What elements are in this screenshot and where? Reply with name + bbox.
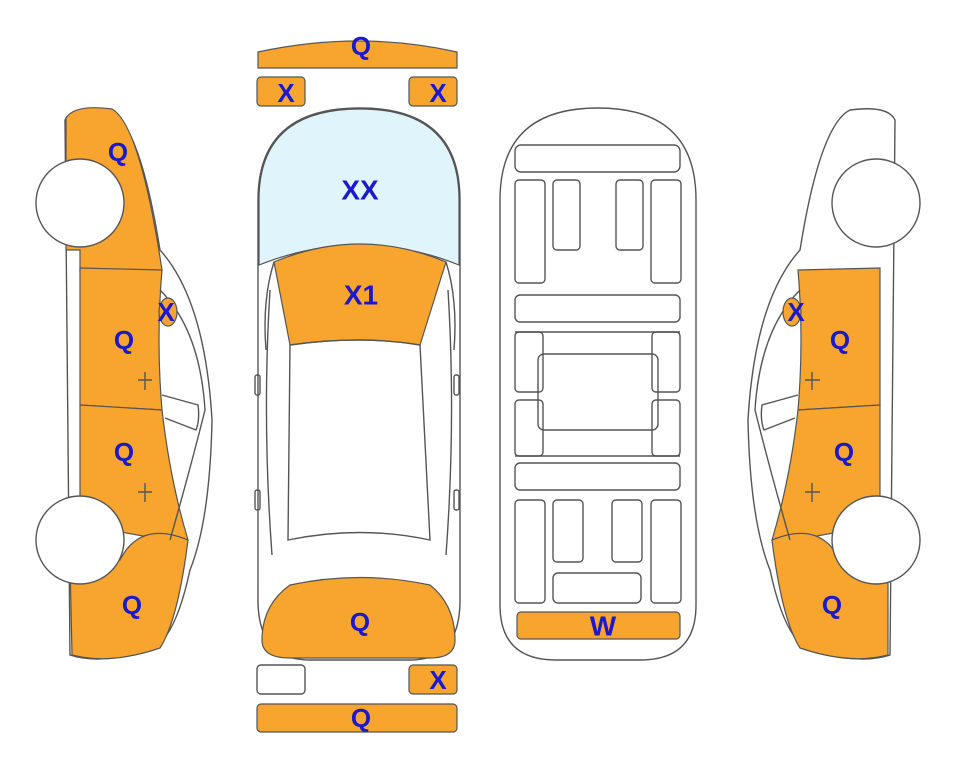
front-bumper[interactable]	[257, 40, 458, 69]
front-floor	[514, 294, 681, 323]
left-front-door-label: Q	[114, 325, 134, 355]
right-mirror-label: X	[787, 297, 805, 327]
windshield-label: XX	[341, 175, 379, 206]
rear-right-seat	[611, 499, 643, 563]
left-a-pillar	[264, 261, 275, 351]
rear-right-corner[interactable]	[408, 664, 458, 695]
front-left-corner[interactable]	[256, 76, 306, 107]
rear-left-seat	[552, 499, 584, 563]
front-left-seat-outer	[514, 179, 546, 284]
right-rear-door-label: Q	[834, 437, 854, 467]
rear-left-seat-outer	[514, 499, 546, 604]
front-right-corner-label: X	[429, 78, 447, 108]
left-rear-wheel	[35, 495, 125, 585]
front-left-corner-label: X	[277, 78, 295, 108]
rear-bench	[552, 572, 642, 604]
interior-rear[interactable]	[516, 611, 681, 640]
trunk[interactable]	[261, 576, 456, 659]
rear-right-seat-outer	[650, 499, 682, 604]
trunk-label: Q	[350, 607, 370, 637]
left-handle-top	[254, 489, 261, 511]
front-right-seat-outer	[650, 179, 682, 284]
rear-left-corner[interactable]	[256, 664, 306, 695]
left-mirror-top	[254, 374, 261, 396]
left-rear-handle	[138, 483, 152, 502]
right-front-wheel	[831, 158, 921, 248]
front-bumper-label: Q	[351, 31, 371, 61]
hood-label: X1	[344, 280, 378, 311]
left-rear-door-label: Q	[114, 437, 134, 467]
left-side-glass-inner	[161, 394, 200, 431]
center-console	[537, 353, 659, 431]
left-front-handle	[138, 372, 152, 390]
rear-bumper[interactable]	[256, 703, 458, 733]
front-left-seat	[552, 179, 581, 251]
right-side-glass-inner	[760, 394, 799, 431]
rear-right-corner-label: X	[429, 665, 447, 695]
front-right-corner[interactable]	[408, 76, 458, 107]
right-rear-wheel	[831, 495, 921, 585]
left-rear-quarter-label: Q	[122, 590, 142, 620]
left-front-wheel	[35, 158, 125, 248]
left-side-glass	[159, 289, 206, 541]
rear-bumper-label: Q	[351, 703, 371, 733]
interior-rear-label: W	[590, 611, 617, 642]
right-mirror-top	[453, 374, 460, 396]
left-side-window	[265, 289, 273, 556]
right-a-pillar	[445, 261, 456, 351]
right-rear-handle	[805, 483, 820, 502]
front-right-seat	[615, 179, 644, 251]
dashboard	[514, 144, 681, 173]
right-rear-quarter-label: Q	[822, 590, 842, 620]
middle-frame	[515, 331, 680, 457]
left-mirror-label: X	[157, 297, 175, 327]
right-handle-top	[453, 489, 460, 511]
left-front-fender-label: Q	[108, 137, 128, 167]
left-mirror[interactable]	[158, 297, 178, 327]
roof	[287, 339, 431, 541]
right-front-door-label: Q	[830, 325, 850, 355]
right-front-handle	[805, 372, 820, 390]
right-side-window	[445, 289, 453, 556]
interior-body	[499, 107, 697, 661]
right-side-glass	[754, 289, 801, 541]
rear-floor	[514, 462, 681, 491]
right-mirror[interactable]	[782, 297, 802, 327]
